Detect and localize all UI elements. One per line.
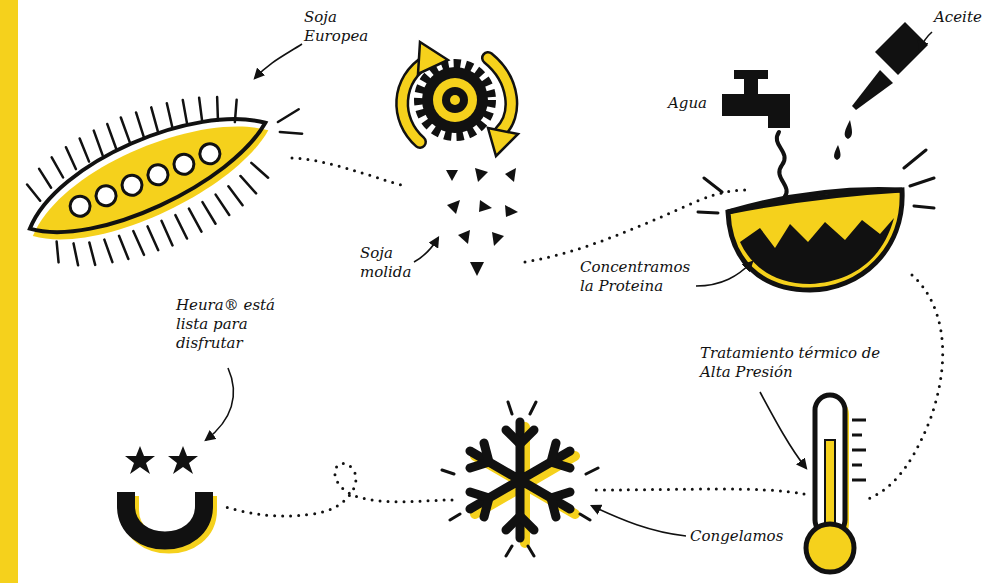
ground-soy-label: Soja molida bbox=[360, 244, 422, 282]
soy-label: Soja Europea bbox=[304, 8, 386, 46]
leader-arrows bbox=[206, 32, 932, 536]
ready-label: Heura® está lista para disfrutar bbox=[176, 296, 280, 353]
freeze-label: Congelamos bbox=[690, 527, 783, 546]
yellow-strip bbox=[0, 0, 18, 583]
thermometer bbox=[806, 395, 866, 572]
smiley-face bbox=[125, 446, 208, 545]
oil-label: Aceite bbox=[934, 8, 982, 27]
ground-soy bbox=[446, 168, 518, 276]
protein-label: Concentramos la Proteina bbox=[580, 258, 702, 296]
oil-bottle bbox=[834, 22, 928, 160]
water-label: Agua bbox=[668, 94, 707, 113]
mixing-bowl bbox=[698, 150, 934, 290]
soy-pod bbox=[4, 55, 328, 293]
dotted-flow bbox=[222, 158, 943, 516]
snowflake bbox=[442, 402, 598, 556]
grinder-gear bbox=[402, 42, 518, 156]
heat-label: Tratamiento térmico de Alta Presión bbox=[700, 344, 885, 382]
